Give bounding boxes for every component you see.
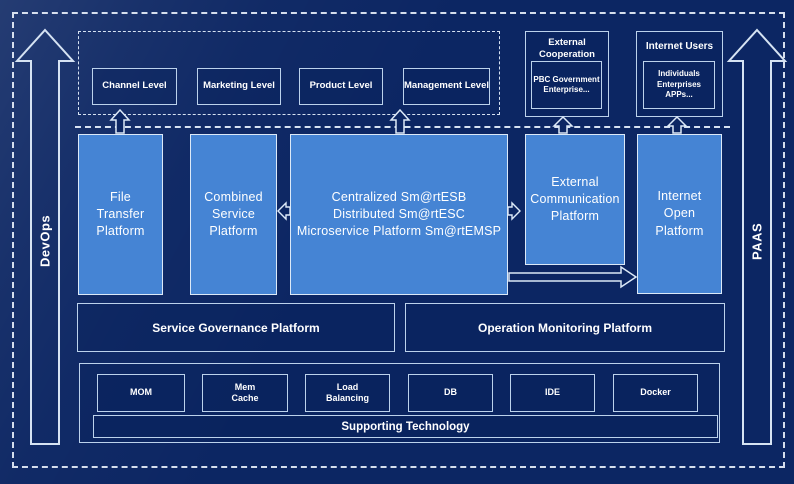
external-cooperation-box: External Cooperation PBC Government Ente…	[525, 31, 609, 117]
platform-label: Internet Open Platform	[655, 189, 704, 238]
supporting-technology-banner: Supporting Technology	[93, 415, 718, 438]
member-text: PBC Government Enterprise...	[533, 74, 600, 94]
level-box-channel: Channel Level	[92, 68, 177, 105]
tech-label: DB	[444, 387, 457, 398]
level-label: Management Level	[404, 80, 489, 92]
tech-box-docker: Docker	[613, 374, 698, 412]
service-governance-platform: Service Governance Platform	[77, 303, 395, 352]
tech-label: Load Balancing	[325, 381, 369, 403]
external-cooperation-title: External Cooperation	[539, 37, 595, 60]
internet-users-box: Internet Users Individuals Enterprises A…	[636, 31, 723, 117]
banner-label: Supporting Technology	[341, 420, 470, 433]
internet-users-title: Internet Users	[645, 40, 714, 52]
tech-label: MOM	[130, 387, 152, 398]
level-label: Marketing Level	[203, 80, 275, 92]
member-text: Individuals Enterprises APPs...	[656, 69, 702, 100]
level-band	[78, 31, 500, 115]
up-arrow-icon	[389, 109, 411, 134]
platform-label: Centralized Sm@rtESB Distributed Sm@rtES…	[296, 189, 502, 239]
governance-label: Service Governance Platform	[152, 320, 320, 335]
level-box-management: Management Level	[403, 68, 490, 105]
platform-combined-service: Combined Service Platform	[190, 134, 277, 295]
tech-box-mem-cache: Mem Cache	[202, 374, 288, 412]
tech-label: Docker	[640, 387, 671, 398]
level-box-marketing: Marketing Level	[197, 68, 281, 105]
devops-rail-label: DevOps	[37, 214, 53, 268]
operation-monitoring-platform: Operation Monitoring Platform	[405, 303, 725, 352]
platform-internet-open: Internet Open Platform	[637, 134, 722, 294]
tech-box-db: DB	[408, 374, 493, 412]
platform-external-communication: External Communication Platform	[525, 134, 625, 265]
arrow-right-icon	[507, 201, 521, 221]
devops-arrow-icon	[14, 28, 76, 446]
up-arrow-icon	[109, 109, 131, 134]
up-arrow-icon	[666, 116, 688, 134]
paas-arrow-icon	[726, 28, 788, 446]
up-arrow-icon	[552, 116, 574, 134]
platform-file-transfer: File Transfer Platform	[78, 134, 163, 295]
tech-box-load-balancing: Load Balancing	[305, 374, 390, 412]
tech-box-mom: MOM	[97, 374, 185, 412]
platform-label: Combined Service Platform	[204, 189, 263, 239]
flow-arrow-right-icon	[508, 265, 638, 289]
monitoring-label: Operation Monitoring Platform	[478, 320, 652, 335]
level-label: Product Level	[309, 80, 373, 92]
tech-label: Mem Cache	[231, 381, 259, 403]
level-label: Channel Level	[102, 80, 167, 92]
outer-dashed-frame	[12, 12, 785, 468]
platform-label: External Communication Platform	[530, 174, 620, 224]
platform-label: File Transfer Platform	[96, 189, 145, 239]
tech-box-ide: IDE	[510, 374, 595, 412]
external-cooperation-members: PBC Government Enterprise...	[531, 61, 602, 109]
level-box-product: Product Level	[299, 68, 383, 105]
arrow-left-icon	[277, 201, 291, 221]
platform-central-esb: Centralized Sm@rtESB Distributed Sm@rtES…	[290, 134, 508, 295]
internet-users-members: Individuals Enterprises APPs...	[643, 61, 715, 109]
paas-rail-label: PAAS	[749, 222, 765, 260]
tech-label: IDE	[544, 387, 560, 398]
